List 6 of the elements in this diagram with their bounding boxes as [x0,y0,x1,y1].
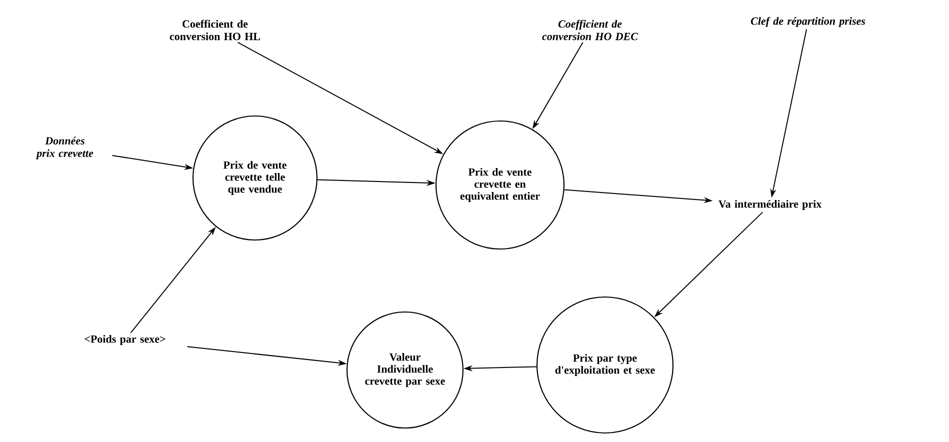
data-label: Clef de répartition prises [750,16,866,28]
data-label: Va intermédiaire prix [718,200,822,210]
data-label: Données prix crevette [36,136,94,160]
data-label: Coefficient de conversion HO DEC [542,20,638,40]
data-label: <Poids par sexe> [84,335,166,345]
data-label: Coefficient de conversion HO HL [170,20,260,40]
